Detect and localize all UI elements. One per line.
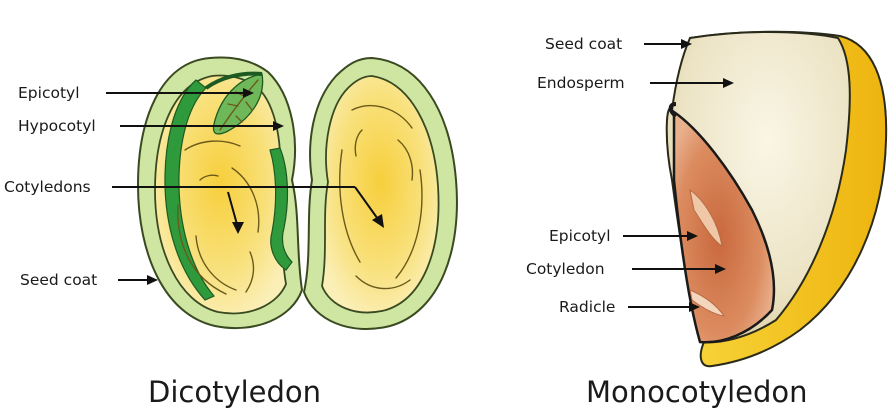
label-cotyledons: Cotyledons xyxy=(4,178,91,196)
dicot-title: Dicotyledon xyxy=(148,375,321,409)
dicot-labels: Epicotyl Hypocotyl Cotyledons Seed coat xyxy=(4,84,384,289)
label-seed-coat-monocot: Seed coat xyxy=(545,35,622,53)
label-epicotyl-monocot: Epicotyl xyxy=(549,227,611,245)
label-hypocotyl: Hypocotyl xyxy=(18,117,96,135)
dicot-hypocotyl xyxy=(269,147,293,271)
label-radicle: Radicle xyxy=(559,298,615,316)
dicot-embryo-axis xyxy=(164,79,215,301)
monocot-title: Monocotyledon xyxy=(586,375,808,409)
monocot-seed xyxy=(665,30,888,368)
monocot-labels: Seed coat Endosperm Epicotyl Cotyledon R… xyxy=(526,35,734,316)
label-epicotyl: Epicotyl xyxy=(18,84,80,102)
monocot-embryo xyxy=(672,109,776,344)
label-cotyledon: Cotyledon xyxy=(526,260,605,278)
dicot-right-cotyledon xyxy=(321,75,440,314)
label-endosperm: Endosperm xyxy=(537,74,625,92)
dicot-seed xyxy=(136,56,458,330)
label-seed-coat-dicot: Seed coat xyxy=(20,271,97,289)
